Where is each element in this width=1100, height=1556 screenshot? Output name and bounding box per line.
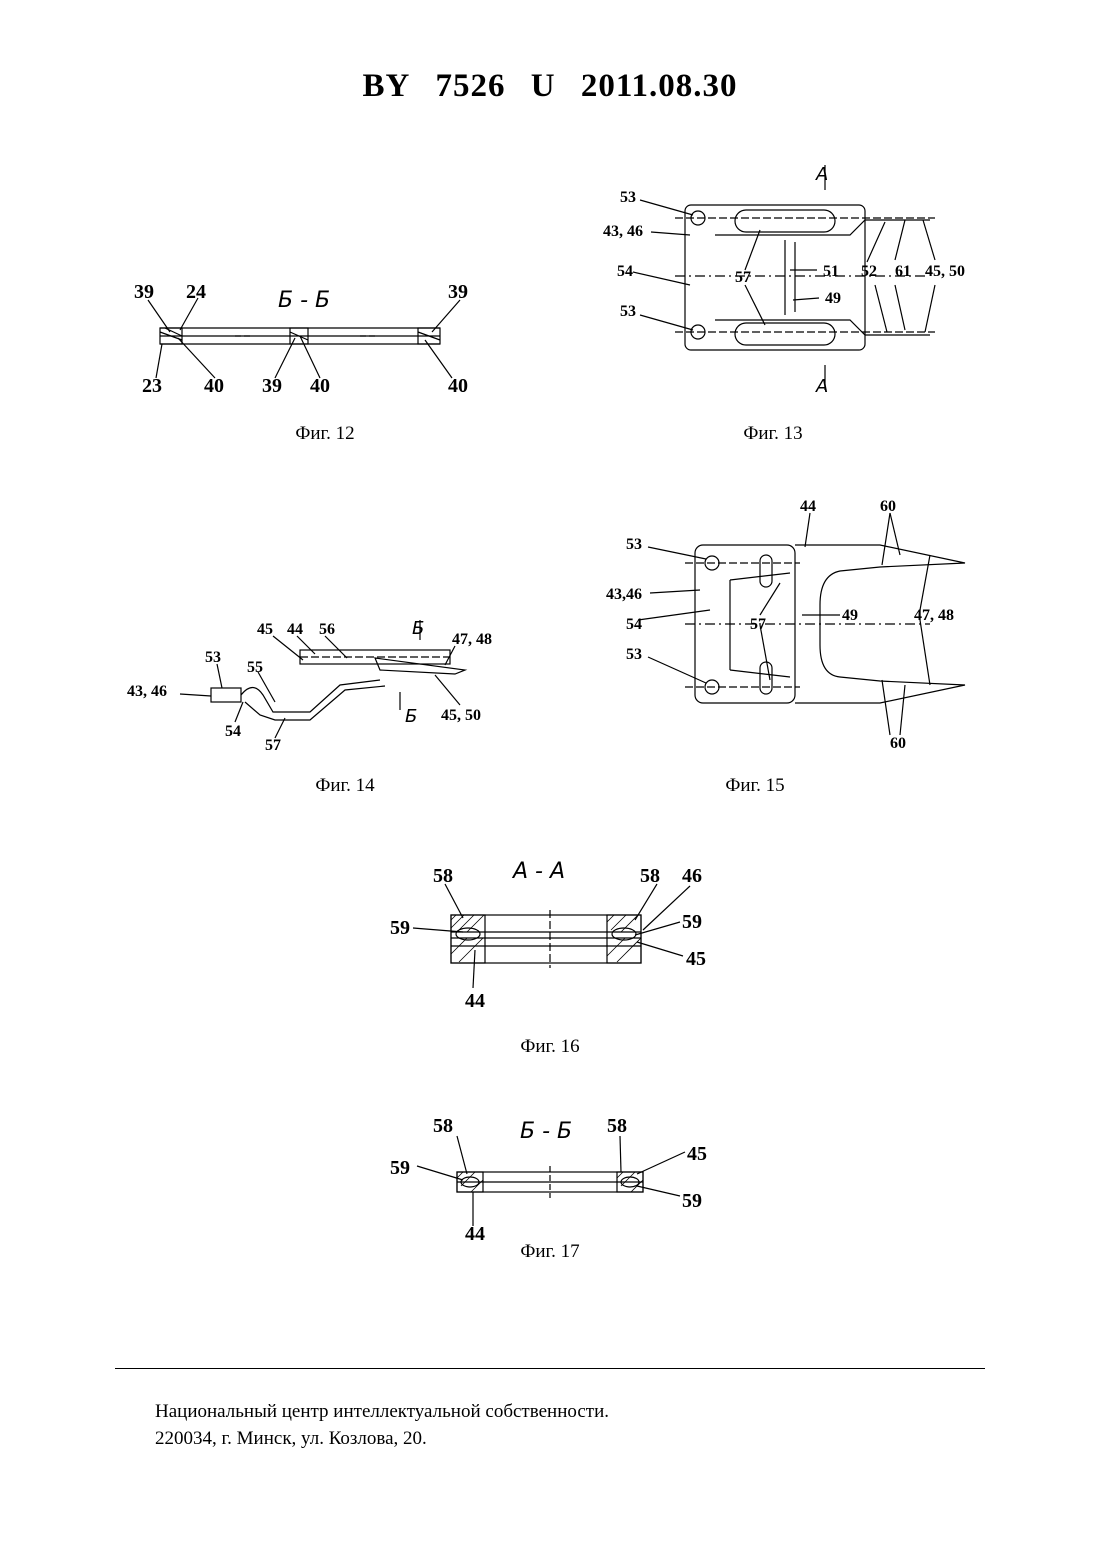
fig14-section-mark-bottom: Б (405, 706, 417, 727)
fig13-section-mark-top: А (815, 164, 828, 185)
fig14-label-54: 54 (225, 723, 241, 740)
fig16-caption: Фиг. 16 (450, 1036, 650, 1058)
footer-line-1: Национальный центр интеллектуальной собс… (155, 1398, 609, 1425)
fig17-label-59-b: 59 (682, 1190, 702, 1212)
figure-14: 45 44 56 47, 48 53 55 43, 46 54 57 45, 5… (125, 610, 515, 760)
fig13-label-53-a: 53 (620, 189, 636, 206)
fig12-label-39-b: 39 (448, 281, 468, 303)
figure-12-drawing: 39 24 39 23 40 39 40 40 Б - Б (120, 270, 500, 410)
fig17-label-45: 45 (687, 1143, 707, 1165)
fig15-label-60-top: 60 (880, 498, 896, 515)
fig13-label-53-b: 53 (620, 303, 636, 320)
figure-16-drawing: 58 58 46 59 59 45 44 А - А (385, 850, 725, 1020)
figure-16: 58 58 46 59 59 45 44 А - А (385, 850, 725, 1020)
fig13-label-57: 57 (735, 269, 751, 286)
fig15-label-43-46: 43,46 (606, 586, 642, 603)
footer: Национальный центр интеллектуальной собс… (155, 1398, 609, 1452)
fig13-section-mark-bottom: А (815, 376, 828, 397)
fig16-label-59-a: 59 (390, 917, 410, 939)
footer-divider (115, 1368, 985, 1369)
fig16-section-title: А - А (511, 859, 565, 884)
fig17-label-58-a: 58 (433, 1115, 453, 1137)
fig16-label-46: 46 (682, 865, 702, 887)
fig13-label-52: 52 (861, 263, 877, 280)
fig16-label-58-b: 58 (640, 865, 660, 887)
header-kind: U (531, 68, 556, 104)
fig14-label-53: 53 (205, 649, 221, 666)
fig14-section-mark-top: Б (412, 618, 424, 639)
fig16-label-59-b: 59 (682, 911, 702, 933)
fig12-label-23: 23 (142, 375, 162, 397)
header-date: 2011.08.30 (581, 68, 738, 104)
fig14-label-45: 45 (257, 621, 273, 638)
fig15-label-54: 54 (626, 616, 642, 633)
figure-13: 53 43, 46 54 57 51 49 52 61 45, 50 53 А … (595, 160, 985, 400)
header-number: 7526 (436, 68, 506, 104)
footer-line-2: 220034, г. Минск, ул. Козлова, 20. (155, 1425, 609, 1452)
fig12-label-24: 24 (186, 281, 206, 303)
fig15-label-49: 49 (842, 607, 858, 624)
figure-15-drawing: 44 60 53 43,46 54 57 49 47, 48 53 60 (600, 495, 990, 760)
fig13-label-43-46: 43, 46 (603, 223, 643, 240)
fig13-label-61: 61 (895, 263, 911, 280)
fig14-label-55: 55 (247, 659, 263, 676)
fig13-caption: Фиг. 13 (673, 423, 873, 445)
figure-17-drawing: 58 58 45 59 59 44 Б - Б (385, 1108, 725, 1248)
fig16-label-45: 45 (686, 948, 706, 970)
fig12-caption: Фиг. 12 (225, 423, 425, 445)
fig12-label-39-c: 39 (262, 375, 282, 397)
fig14-label-44: 44 (287, 621, 303, 638)
fig17-label-59-a: 59 (390, 1157, 410, 1179)
figure-12: 39 24 39 23 40 39 40 40 Б - Б (120, 270, 500, 410)
fig13-label-45-50: 45, 50 (925, 263, 965, 280)
fig15-label-60-bottom: 60 (890, 735, 906, 752)
fig17-section-title: Б - Б (520, 1119, 572, 1144)
fig14-caption: Фиг. 14 (245, 775, 445, 797)
figure-17: 58 58 45 59 59 44 Б - Б (385, 1108, 725, 1248)
fig15-caption: Фиг. 15 (655, 775, 855, 797)
fig17-caption: Фиг. 17 (450, 1241, 650, 1263)
fig15-label-53-a: 53 (626, 536, 642, 553)
fig14-label-47-48: 47, 48 (452, 631, 492, 648)
document-header: BY 7526 U 2011.08.30 (0, 68, 1100, 105)
fig14-label-45-50: 45, 50 (441, 707, 481, 724)
fig14-label-57: 57 (265, 737, 281, 754)
fig14-label-43-46: 43, 46 (127, 683, 167, 700)
fig15-label-57: 57 (750, 616, 766, 633)
fig15-label-47-48: 47, 48 (914, 607, 954, 624)
figure-13-drawing: 53 43, 46 54 57 51 49 52 61 45, 50 53 А … (595, 160, 985, 400)
header-country: BY (362, 68, 410, 104)
fig16-label-58-a: 58 (433, 865, 453, 887)
fig14-label-56: 56 (319, 621, 335, 638)
fig13-label-54: 54 (617, 263, 633, 280)
fig12-label-40-a: 40 (204, 375, 224, 397)
fig12-label-40-b: 40 (310, 375, 330, 397)
fig15-label-44: 44 (800, 498, 816, 515)
figure-15: 44 60 53 43,46 54 57 49 47, 48 53 60 (600, 495, 990, 760)
fig16-label-44: 44 (465, 990, 485, 1012)
figure-14-drawing: 45 44 56 47, 48 53 55 43, 46 54 57 45, 5… (125, 610, 515, 760)
fig13-label-51: 51 (823, 263, 839, 280)
fig12-label-39-a: 39 (134, 281, 154, 303)
fig12-label-40-c: 40 (448, 375, 468, 397)
fig13-label-49: 49 (825, 290, 841, 307)
fig15-label-53-b: 53 (626, 646, 642, 663)
fig12-section-title: Б - Б (278, 288, 330, 313)
fig17-label-58-b: 58 (607, 1115, 627, 1137)
